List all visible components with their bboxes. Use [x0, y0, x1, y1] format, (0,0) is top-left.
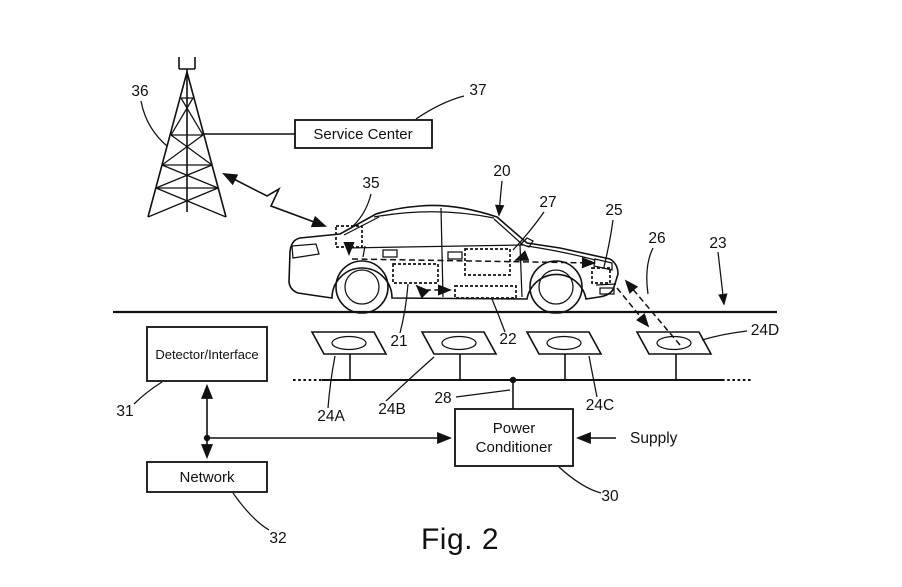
ref-20: 20 [493, 163, 511, 180]
ref-35: 35 [362, 175, 379, 192]
ref-28: 28 [434, 390, 451, 407]
charging-pad-24c [525, 331, 603, 380]
network-box: Network [146, 461, 268, 493]
car-mirror-icon [519, 237, 534, 248]
ref-27: 27 [539, 194, 556, 211]
front-unit-25 [591, 267, 611, 284]
floor-unit-22 [454, 285, 517, 299]
ref-31: 31 [116, 403, 133, 420]
ref-26: 26 [648, 230, 665, 247]
charging-pad-24a [310, 331, 388, 380]
supply-bus-28 [293, 376, 752, 409]
charging-pad-24b [420, 331, 498, 380]
supply-label: Supply [630, 430, 678, 447]
underbody-unit-21 [392, 263, 439, 284]
vehicle-internal-system [335, 225, 611, 299]
power-conditioner-label-1: Power [493, 420, 536, 437]
power-conditioner-box: Power Conditioner [454, 408, 574, 467]
wireless-link-arrow-down [616, 287, 650, 328]
car-tail-light [291, 243, 320, 259]
charging-pad-24d [635, 331, 713, 381]
cabin-unit-27 [464, 248, 511, 276]
network-label: Network [179, 469, 235, 486]
ref-24d: 24D [751, 322, 779, 339]
car-door-handle [382, 249, 398, 258]
detector-interface-label: Detector/Interface [155, 347, 258, 362]
vehicle [288, 204, 619, 314]
car-inner-roofline [373, 211, 495, 219]
car-beltline [345, 244, 524, 249]
ref-25: 25 [605, 202, 622, 219]
ref-24a: 24A [317, 408, 345, 425]
ref-32: 32 [269, 530, 286, 547]
ref-24b: 24B [378, 401, 406, 418]
car-door-handle [447, 251, 463, 260]
detector-interface-box: Detector/Interface [146, 326, 268, 382]
vehicle-bus-dashed [351, 257, 596, 269]
leader-lines [133, 95, 748, 531]
ref-30: 30 [601, 488, 619, 505]
service-center-label: Service Center [313, 126, 412, 143]
car-b-pillar [440, 207, 444, 298]
ref-21: 21 [390, 333, 407, 350]
ref-36: 36 [131, 83, 148, 100]
radio-tower [147, 57, 227, 218]
ref-24c: 24C [586, 397, 614, 414]
car-front-wheel [529, 260, 583, 314]
ref-23: 23 [709, 235, 726, 252]
service-center-box: Service Center [294, 119, 433, 149]
figure-caption: Fig. 2 [421, 523, 499, 556]
wireless-comm-arrow [222, 173, 327, 228]
tower-antenna-icon [178, 57, 196, 70]
power-conditioner-label-2: Conditioner [476, 439, 553, 456]
car-body [288, 204, 619, 300]
ref-37: 37 [469, 82, 486, 99]
ref-22: 22 [499, 331, 516, 348]
